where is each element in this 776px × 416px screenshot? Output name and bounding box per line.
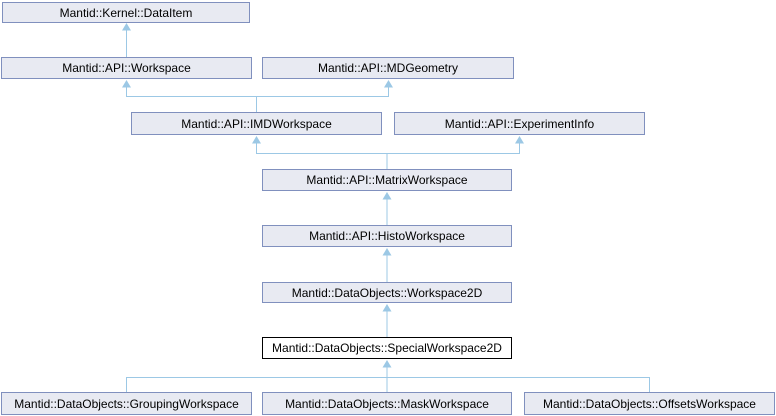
arrowhead [382, 360, 392, 368]
node-mantid-api-mdgeometry[interactable]: Mantid::API::MDGeometry [262, 57, 514, 79]
node-mantid-dataobjects-groupingworkspace[interactable]: Mantid::DataObjects::GroupingWorkspace [1, 392, 252, 415]
node-mantid-api-matrixworkspace[interactable]: Mantid::API::MatrixWorkspace [262, 169, 512, 191]
arrowhead [384, 80, 393, 88]
node-mantid-dataobjects-offsetsworkspace[interactable]: Mantid::DataObjects::OffsetsWorkspace [524, 392, 775, 415]
node-mantid-api-imdworkspace[interactable]: Mantid::API::IMDWorkspace [131, 112, 382, 135]
node-mantid-dataobjects-workspace2d[interactable]: Mantid::DataObjects::Workspace2D [262, 282, 512, 303]
arrowhead [382, 192, 392, 200]
node-mantid-api-experimentinfo[interactable]: Mantid::API::ExperimentInfo [394, 112, 645, 135]
node-mantid-dataobjects-maskworkspace[interactable]: Mantid::DataObjects::MaskWorkspace [262, 392, 512, 415]
arrowhead [122, 80, 131, 88]
node-mantid-kernel-dataitem[interactable]: Mantid::Kernel::DataItem [2, 2, 250, 23]
node-mantid-api-workspace[interactable]: Mantid::API::Workspace [1, 57, 252, 79]
arrowhead [252, 136, 261, 144]
arrowhead [515, 136, 524, 144]
node-mantid-api-histoworkspace[interactable]: Mantid::API::HistoWorkspace [262, 225, 512, 247]
arrowhead [122, 23, 131, 31]
arrowhead [382, 304, 392, 312]
node-mantid-dataobjects-specialworkspace2d: Mantid::DataObjects::SpecialWorkspace2D [262, 337, 512, 359]
arrowhead [382, 248, 392, 256]
